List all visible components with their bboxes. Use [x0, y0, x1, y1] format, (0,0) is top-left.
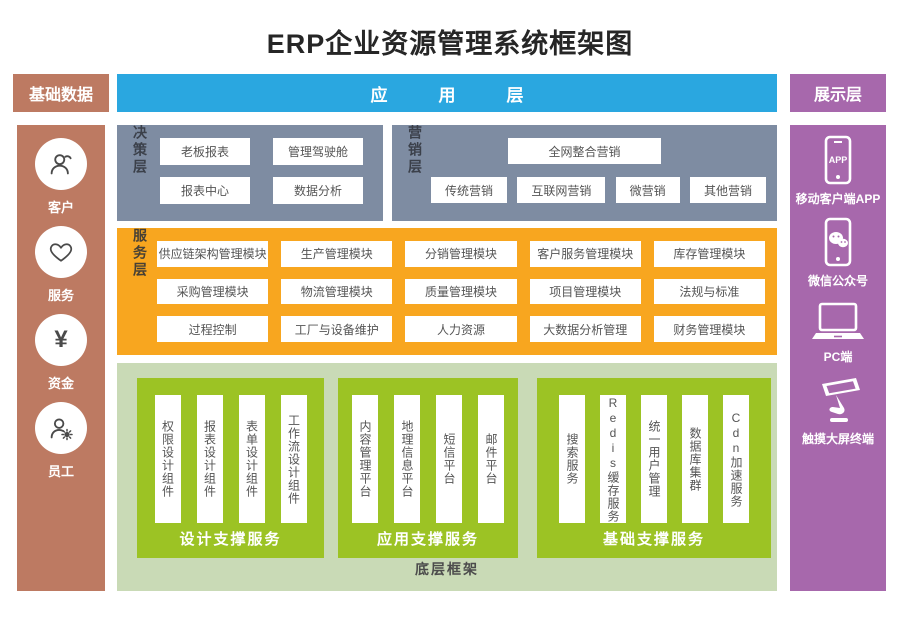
component-box: 权限设计组件	[154, 395, 181, 523]
service-module-box: 法规与标准	[653, 278, 765, 305]
component-box: 邮件平台	[478, 395, 504, 523]
decision-box: 报表中心	[160, 177, 250, 204]
yen-symbol: ¥	[54, 326, 68, 353]
design-support-items: 权限设计组件 报表设计组件 表单设计组件 工作流设计组件	[137, 395, 324, 523]
service-module-box: 生产管理模块	[281, 241, 393, 267]
service-module-box: 供应链架构管理模块	[157, 241, 269, 267]
design-support-group: 权限设计组件 报表设计组件 表单设计组件 工作流设计组件 设计支撑服务	[137, 378, 324, 558]
decision-layer-section: 决策层 老板报表 管理驾驶舱 报表中心 数据分析	[117, 125, 383, 221]
marketing-box: 微营销	[615, 177, 680, 203]
display-item-kiosk: 触摸大屏终端	[802, 374, 874, 447]
service-module-box: 库存管理模块	[653, 241, 765, 267]
page-title: ERP企业资源管理系统框架图	[266, 29, 634, 59]
basic-support-group: 搜索服务 Redis缓存服务 统一用户管理 数据库集群 Cdn加速服务 基础支撑…	[537, 378, 771, 558]
service-module-box: 采购管理模块	[157, 278, 269, 305]
foundation-framework-section: 权限设计组件 报表设计组件 表单设计组件 工作流设计组件 设计支撑服务 内容管理…	[117, 363, 777, 591]
base-data-item-customer: 客户	[35, 138, 87, 216]
service-module-box: 项目管理模块	[529, 278, 641, 305]
base-data-item-label: 客户	[47, 200, 74, 215]
base-data-header: 基础数据	[13, 74, 109, 112]
service-module-grid: 供应链架构管理模块 生产管理模块 分销管理模块 客户服务管理模块 库存管理模块 …	[157, 241, 765, 342]
wechat-phone-icon	[821, 216, 855, 268]
display-layer-panel: APP 移动客户端APP 微信公众号	[790, 125, 886, 591]
basic-support-items: 搜索服务 Redis缓存服务 统一用户管理 数据库集群 Cdn加速服务	[537, 395, 771, 523]
component-box: 统一用户管理	[641, 395, 667, 523]
base-data-item-employee: 员工	[35, 402, 87, 480]
service-heart-icon	[35, 226, 87, 278]
display-item-label: 微信公众号	[807, 274, 868, 288]
decision-box: 老板报表	[160, 138, 250, 165]
marketing-box: 互联网营销	[517, 177, 606, 203]
component-box: 短信平台	[436, 395, 462, 523]
service-module-box: 财务管理模块	[653, 316, 765, 342]
component-box: Cdn加速服务	[723, 395, 749, 523]
foundation-framework-label: 底层框架	[415, 561, 479, 577]
component-box: 报表设计组件	[196, 395, 223, 523]
base-data-panel: 客户 服务 ¥ 资金	[17, 125, 105, 591]
base-data-item-service: 服务	[35, 226, 87, 304]
service-module-box: 分销管理模块	[405, 241, 517, 267]
customer-icon	[35, 138, 87, 190]
application-support-group: 内容管理平台 地理信息平台 短信平台 邮件平台 应用支撑服务	[338, 378, 518, 558]
service-module-box: 物流管理模块	[281, 278, 393, 305]
display-item-wechat: 微信公众号	[808, 216, 868, 289]
marketing-layer-label: 营销层	[407, 125, 423, 176]
laptop-icon	[810, 298, 866, 344]
service-module-box: 工厂与设备维护	[281, 316, 393, 342]
service-module-box: 大数据分析管理	[529, 316, 641, 342]
funds-yen-icon: ¥	[35, 314, 87, 366]
display-item-label: 触摸大屏终端	[801, 432, 874, 446]
component-box: 内容管理平台	[352, 395, 378, 523]
component-box: 搜索服务	[559, 395, 585, 523]
application-layer-header: 应 用 层	[117, 74, 777, 112]
marketing-box: 全网整合营销	[508, 138, 661, 164]
service-layer-label: 服务层	[132, 228, 148, 279]
service-module-box: 客户服务管理模块	[529, 241, 641, 267]
svg-text:APP: APP	[829, 155, 848, 165]
marketing-layer-section: 营销层 全网整合营销 传统营销 互联网营销 微营销 其他营销	[392, 125, 777, 221]
marketing-box: 其他营销	[689, 177, 766, 203]
component-box: 数据库集群	[682, 395, 708, 523]
decision-box: 管理驾驶舱	[273, 138, 363, 165]
service-module-box: 过程控制	[157, 316, 269, 342]
display-item-label: 移动客户端APP	[795, 192, 881, 206]
component-box: 地理信息平台	[394, 395, 420, 523]
decision-box: 数据分析	[273, 177, 363, 204]
mobile-app-icon: APP	[821, 134, 855, 186]
display-item-mobile-app: APP 移动客户端APP	[795, 134, 881, 207]
base-data-item-label: 员工	[47, 464, 74, 479]
service-module-box: 人力资源	[405, 316, 517, 342]
application-support-items: 内容管理平台 地理信息平台 短信平台 邮件平台	[338, 395, 518, 523]
employee-icon	[35, 402, 87, 454]
display-layer-header: 展示层	[790, 74, 886, 112]
marketing-box: 传统营销	[431, 177, 508, 203]
base-data-item-funds: ¥ 资金	[35, 314, 87, 392]
display-item-label: PC端	[823, 350, 853, 364]
service-module-box: 质量管理模块	[405, 278, 517, 305]
component-box: Redis缓存服务	[600, 395, 626, 523]
base-data-item-label: 资金	[47, 376, 74, 391]
display-item-pc: PC端	[810, 298, 866, 365]
basic-support-title: 基础支撑服务	[602, 531, 705, 548]
service-layer-section: 服务层 供应链架构管理模块 生产管理模块 分销管理模块 客户服务管理模块 库存管…	[117, 228, 777, 355]
marketing-box-row: 传统营销 互联网营销 微营销 其他营销	[431, 177, 766, 203]
decision-layer-label: 决策层	[132, 125, 148, 176]
component-box: 工作流设计组件	[280, 395, 307, 523]
base-data-item-label: 服务	[47, 288, 74, 303]
component-box: 表单设计组件	[238, 395, 265, 523]
touch-kiosk-icon	[810, 374, 866, 426]
design-support-title: 设计支撑服务	[179, 531, 282, 548]
application-support-title: 应用支撑服务	[376, 531, 479, 548]
